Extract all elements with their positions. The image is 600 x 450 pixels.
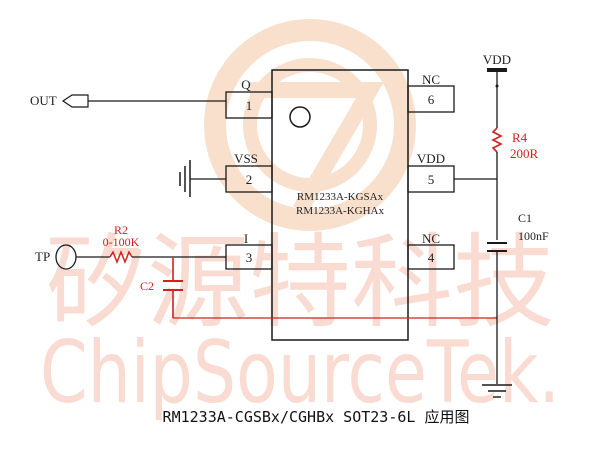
vdd-supply-icon [487,68,507,72]
vdd-rail: VDD R4 200R C1 100nF [454,52,549,384]
part-number-2: RM1233A-KGHAx [296,205,385,217]
r2-value: 0-100K [103,235,140,249]
out-label: OUT [30,93,57,108]
pin-4: 4 NC [407,231,455,270]
out-port-arrow-icon [61,94,89,108]
svg-text:VDD: VDD [417,151,445,166]
pin1-indicator-circle [289,106,311,128]
svg-text:Q: Q [241,77,251,92]
diagram-caption: RM1233A-CGSBx/CGHBx SOT23-6L 应用图 [163,408,470,426]
r4-value: 200R [510,146,539,161]
pin-1: 1 Q [225,77,273,119]
ground-icon [482,384,512,398]
vss-ground-icon [179,160,226,197]
tp-label: TP [35,249,50,264]
c2-ref: C2 [140,279,154,293]
svg-text:2: 2 [246,172,253,187]
r2-resistor-icon [109,249,133,265]
svg-text:1: 1 [246,98,253,113]
r4-ref: R4 [512,130,528,145]
out-port: OUT [30,93,226,108]
svg-text:NC: NC [422,231,440,246]
vdd-rail-label: VDD [483,52,511,67]
svg-text:6: 6 [428,92,435,107]
pin-5: 5 VDD [407,151,455,193]
tp-input: TP R2 0-100K [35,223,226,270]
c1-ref: C1 [518,211,532,225]
watermark-logo [204,19,416,231]
svg-text:3: 3 [246,250,253,265]
pin-6: 6 NC [407,72,455,113]
svg-text:4: 4 [428,250,435,265]
r4-resistor-icon [491,127,503,153]
svg-text:5: 5 [428,172,435,187]
part-number-1: RM1233A-KGSAx [297,191,384,203]
svg-text:I: I [244,231,248,246]
c2-capacitor: C2 [140,257,497,319]
r2-ref: R2 [114,223,128,237]
ic-body [271,69,409,341]
watermark-chinese: 矽源特科技 [45,224,555,343]
svg-text:NC: NC [422,72,440,87]
c1-value: 100nF [518,229,549,243]
svg-text:VSS: VSS [234,151,258,166]
